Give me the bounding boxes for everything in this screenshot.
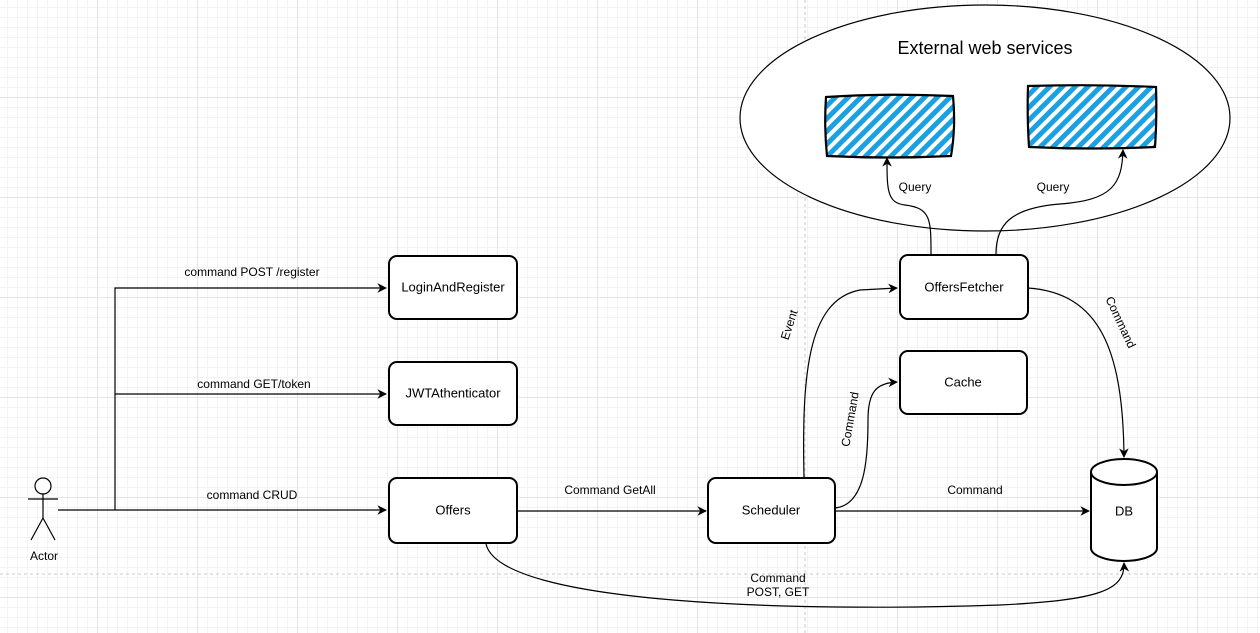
- edge-offers-db[interactable]: [485, 543, 1130, 608]
- edge-label-token: command GET/token: [197, 377, 310, 391]
- external-services-ellipse[interactable]: [739, 4, 1231, 232]
- external-services-group[interactable]: External web services: [739, 4, 1231, 232]
- edge-query-left[interactable]: [882, 157, 932, 255]
- edge-scheduler-fetcher[interactable]: [803, 283, 898, 479]
- edge-label-register: command POST /register: [184, 265, 319, 279]
- edge-label-event: Event: [778, 307, 801, 341]
- edge-label-query-left: Query: [899, 180, 932, 194]
- edge-scheduler-cache[interactable]: [834, 377, 898, 509]
- node-jwt-label: JWTAthenticator: [405, 385, 501, 400]
- node-login-label: LoginAndRegister: [401, 279, 505, 294]
- actor[interactable]: [28, 477, 58, 541]
- node-db-label: DB: [1115, 503, 1133, 518]
- node-cache-label: Cache: [944, 374, 982, 389]
- edge-label-db-cmd: Command: [947, 483, 1002, 497]
- node-db[interactable]: DB: [1090, 458, 1158, 562]
- node-offers-fetcher[interactable]: OffersFetcher: [899, 254, 1029, 320]
- external-services-title: External web services: [897, 38, 1072, 58]
- edge-label-crud: command CRUD: [207, 488, 298, 502]
- actor-label: Actor: [30, 549, 58, 563]
- node-login[interactable]: LoginAndRegister: [388, 255, 518, 320]
- edge-label-fetcher-db: Command: [1103, 294, 1139, 350]
- edge-label-cache-cmd: Command: [838, 391, 861, 448]
- external-service-1[interactable]: [824, 93, 956, 159]
- edge-label-query-right: Query: [1037, 180, 1070, 194]
- external-service-2[interactable]: [1026, 84, 1158, 150]
- edge-fetcher-db[interactable]: [1027, 287, 1129, 458]
- edge-label-offers-db-1: Command: [750, 571, 805, 585]
- edge-query-right[interactable]: [995, 149, 1128, 255]
- node-offers[interactable]: Offers: [388, 477, 518, 544]
- node-offers-label: Offers: [435, 502, 471, 517]
- edge-actor-login[interactable]: [114, 283, 387, 510]
- node-scheduler[interactable]: Scheduler: [707, 477, 836, 544]
- node-cache[interactable]: Cache: [899, 350, 1028, 415]
- edge-label-offers-db-2: POST, GET: [747, 585, 810, 599]
- edge-label-getall: Command GetAll: [564, 483, 655, 497]
- node-scheduler-label: Scheduler: [742, 502, 801, 517]
- node-jwt[interactable]: JWTAthenticator: [388, 361, 518, 426]
- node-offers-fetcher-label: OffersFetcher: [924, 279, 1004, 294]
